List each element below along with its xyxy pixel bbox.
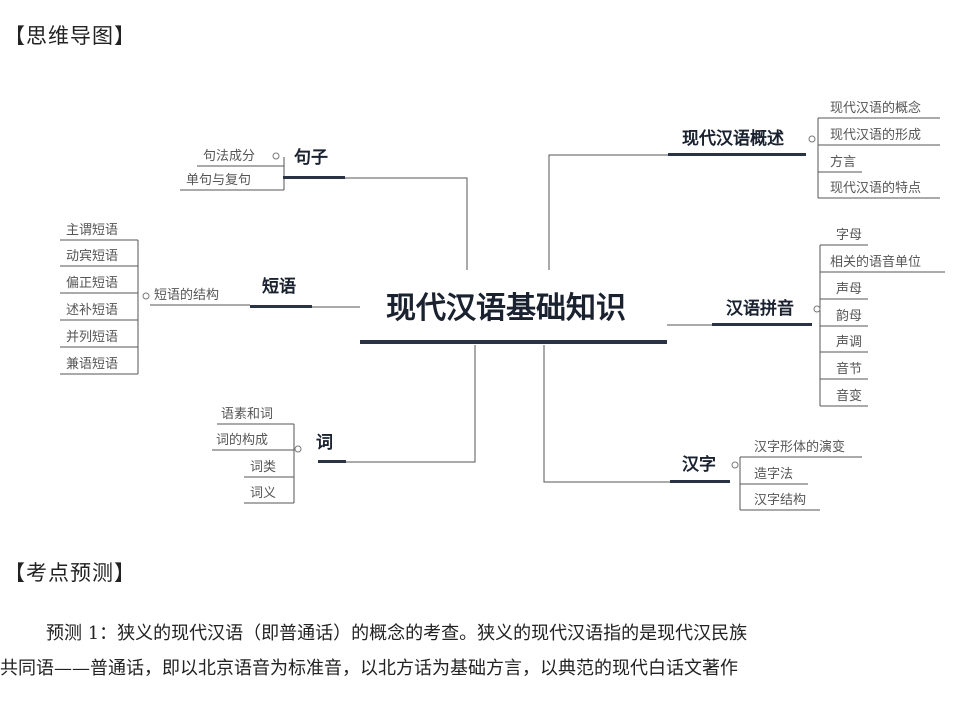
connector-sentence [283, 177, 468, 270]
overview-child-lines [818, 117, 940, 199]
phrase-child-2[interactable]: 动宾短语 [66, 248, 118, 264]
mind-map: 现代汉语基础知识 句子 句法成分 单句与复句 短语 短语的结构 主谓短语 动宾短… [60, 100, 945, 511]
hanzi-underline [670, 480, 730, 483]
sentence-underline [283, 176, 345, 179]
phrase-child-4[interactable]: 述补短语 [66, 303, 118, 318]
phrase-sub-node[interactable]: 短语的结构 [154, 287, 219, 303]
pinyin-child-2[interactable]: 相关的语音单位 [830, 254, 921, 270]
mindmap-section-heading: 【思维导图】 [4, 24, 136, 48]
phrase-child-5[interactable]: 并列短语 [66, 330, 118, 345]
forecast-section-heading: 【考点预测】 [4, 561, 136, 585]
pinyin-child-3[interactable]: 声母 [836, 282, 862, 297]
word-child-4[interactable]: 词义 [250, 486, 276, 501]
pinyin-child-6[interactable]: 音节 [836, 361, 862, 377]
word-collapse-toggle[interactable] [294, 445, 302, 453]
branch-word[interactable]: 词 [316, 433, 333, 453]
connector-word [318, 345, 476, 463]
phrase-child-6[interactable]: 兼语短语 [66, 357, 118, 372]
sentence-child-2[interactable]: 单句与复句 [186, 173, 251, 188]
branch-sentence[interactable]: 句子 [294, 147, 328, 168]
pinyin-child-5[interactable]: 声调 [836, 335, 862, 350]
pinyin-child-lines [820, 244, 945, 407]
hanzi-child-1[interactable]: 汉字形体的演变 [754, 439, 845, 455]
overview-child-4[interactable]: 现代汉语的特点 [830, 180, 921, 196]
hanzi-collapse-toggle[interactable] [731, 461, 739, 469]
word-child-3[interactable]: 词类 [250, 460, 276, 475]
hanzi-child-3[interactable]: 汉字结构 [754, 493, 806, 508]
paragraph-line-2: 共同语——普通话，即以北京语音为标准音，以北方话为基础方言，以典范的现代白话文著… [0, 658, 738, 679]
word-underline [318, 460, 346, 463]
hanzi-child-lines [740, 456, 862, 511]
hanzi-child-2[interactable]: 造字法 [754, 467, 793, 482]
connector-hanzi [543, 345, 670, 483]
root-underline [360, 340, 667, 344]
pinyin-child-4[interactable]: 韵母 [836, 309, 862, 324]
overview-child-2[interactable]: 现代汉语的形成 [830, 127, 921, 143]
branch-pinyin[interactable]: 汉语拼音 [726, 298, 794, 319]
overview-child-1[interactable]: 现代汉语的概念 [830, 100, 921, 116]
phrase-child-1[interactable]: 主谓短语 [66, 223, 118, 238]
phrase-underline [250, 305, 312, 308]
branch-overview[interactable]: 现代汉语概述 [682, 128, 784, 149]
word-child-2[interactable]: 词的构成 [216, 432, 268, 448]
phrase-child-lines [60, 239, 138, 375]
word-child-1[interactable]: 语素和词 [221, 407, 273, 422]
word-child-lines [212, 423, 294, 504]
connector-overview [548, 154, 668, 270]
overview-child-3[interactable]: 方言 [830, 154, 856, 170]
root-node[interactable]: 现代汉语基础知识 [386, 291, 626, 326]
phrase-child-3[interactable]: 偏正短语 [66, 276, 118, 291]
overview-collapse-toggle[interactable] [808, 135, 816, 143]
phrase-collapse-toggle[interactable] [142, 292, 150, 300]
paragraph-line-1: 预测 1：狭义的现代汉语（即普通话）的概念的考查。狭义的现代汉语指的是现代汉民族 [46, 623, 748, 644]
branch-phrase[interactable]: 短语 [262, 276, 296, 297]
pinyin-child-1[interactable]: 字母 [836, 228, 862, 243]
sentence-child-lines [180, 165, 284, 191]
pinyin-underline [712, 323, 812, 326]
branch-hanzi[interactable]: 汉字 [682, 454, 716, 475]
pinyin-child-7[interactable]: 音变 [836, 388, 862, 404]
overview-underline [668, 153, 806, 156]
sentence-child-1[interactable]: 句法成分 [203, 149, 255, 164]
pinyin-collapse-toggle[interactable] [813, 305, 821, 313]
sentence-collapse-toggle[interactable] [272, 152, 280, 160]
